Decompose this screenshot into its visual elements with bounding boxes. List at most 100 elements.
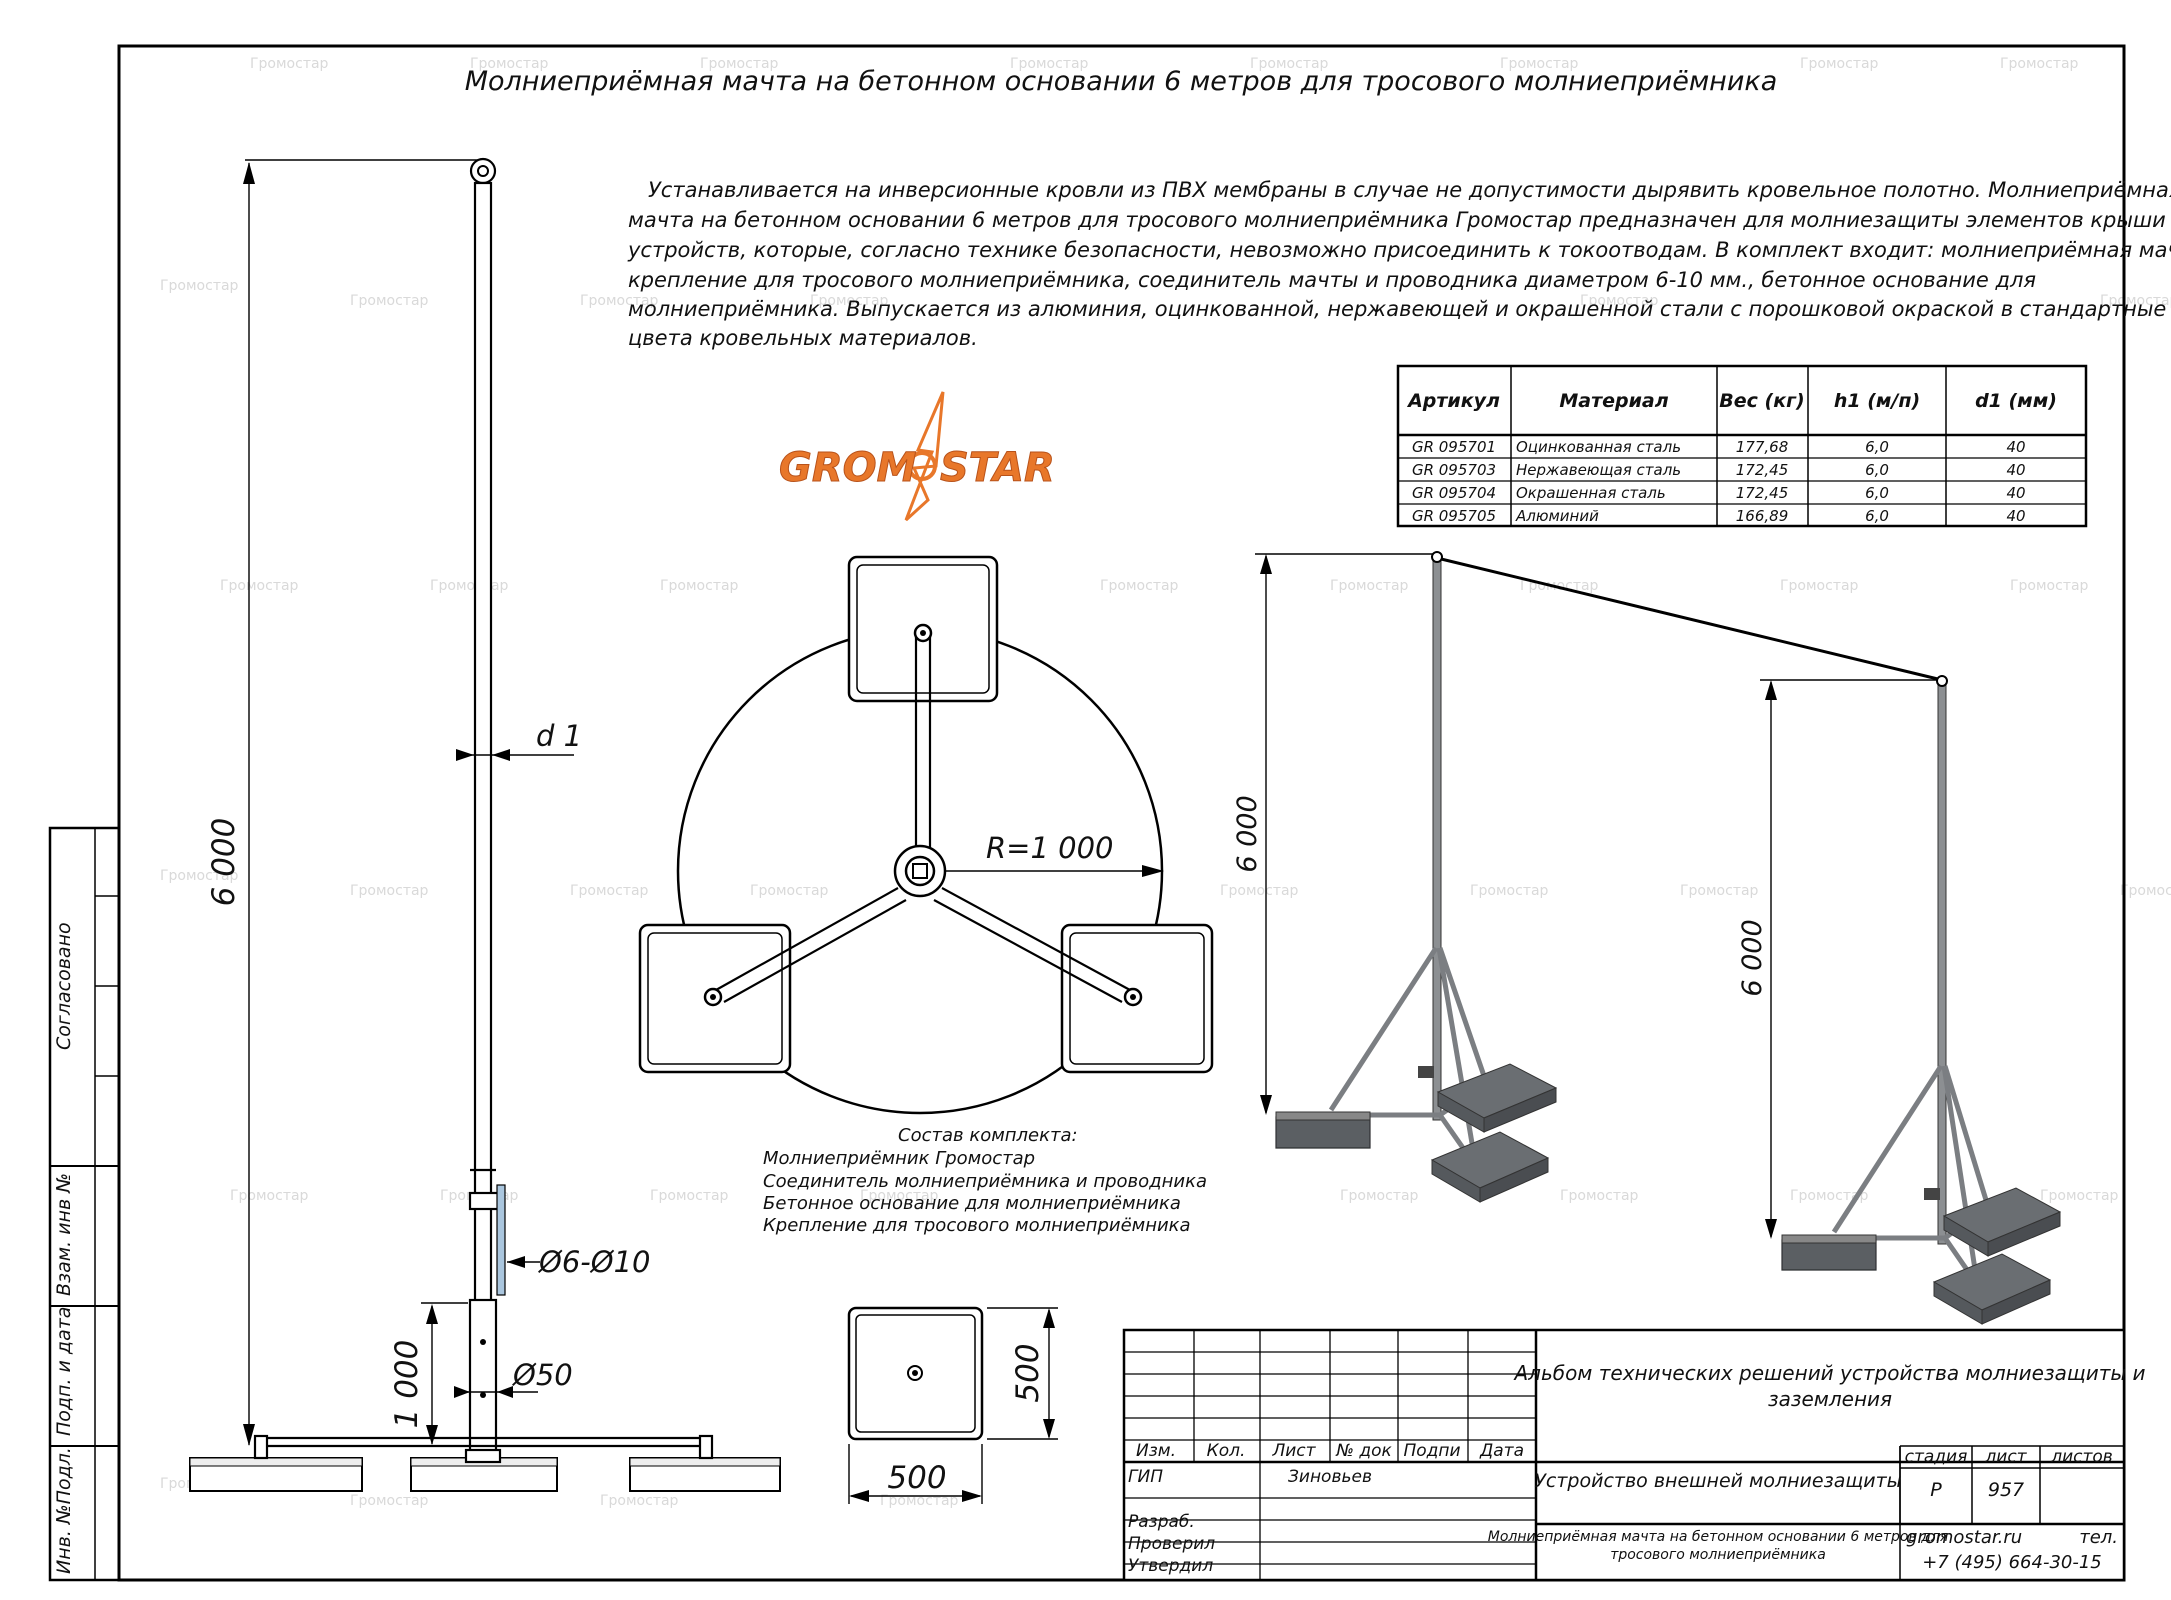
role-gip: ГИП (1128, 1467, 1163, 1487)
watermark-text: Громостар (160, 278, 239, 294)
mast-diameter-label: d 1 (536, 719, 582, 753)
watermark-text: Громостар (1250, 56, 1329, 72)
description-line: Устанавливается на инверсионные кровли и… (648, 178, 2171, 202)
watermark-text: Громостар (350, 293, 429, 309)
watermark-text: Громостар (600, 1493, 679, 1509)
kit-list: Состав комплекта: Молниеприёмник Громост… (763, 1125, 1207, 1236)
watermark-text: Громостар (660, 578, 739, 594)
mast-height-label: 6 000 (206, 818, 242, 907)
table-header-h1: h1 (м/п) (1834, 390, 1920, 412)
kit-item: Бетонное основание для молниеприёмника (763, 1193, 1181, 1214)
iso-height-label-right: 6 000 (1737, 919, 1768, 996)
table-cell: Нержавеющая сталь (1516, 461, 1681, 479)
watermark-text: Громостар (1780, 578, 1859, 594)
base-diameter-label: Ø50 (512, 1358, 573, 1392)
watermark-text: Громостар (1340, 1188, 1419, 1204)
table-cell: GR 095705 (1412, 507, 1496, 525)
rev-header-qty: Кол. (1207, 1441, 1246, 1461)
table-cell: 6,0 (1865, 507, 1889, 525)
sheet-header: лист (1984, 1447, 2027, 1467)
watermark-text: Громостар (750, 883, 829, 899)
sheet-frame (117, 44, 2126, 1582)
role-checker: Проверил (1128, 1534, 1215, 1554)
rev-header-doc: № док (1335, 1441, 1392, 1461)
watermark-text: Громостар (2040, 1188, 2119, 1204)
watermark-text: Громостар (2010, 578, 2089, 594)
watermark-text: Громостар (1330, 578, 1409, 594)
watermark-text: Громостар (1100, 578, 1179, 594)
watermark-text: Громостар (580, 293, 659, 309)
watermark-text: Громостар (250, 56, 329, 72)
table-cell: Окрашенная сталь (1516, 484, 1666, 502)
kit-item: Соединитель молниеприёмника и проводника (763, 1171, 1207, 1192)
description: Устанавливается на инверсионные кровли и… (627, 178, 2171, 350)
description-line: цвета кровельных материалов. (628, 326, 978, 350)
block-view: 500 500 (847, 1306, 1058, 1504)
table-cell: Оцинкованная сталь (1516, 438, 1681, 456)
table-cell: GR 095701 (1412, 438, 1496, 456)
stamp-signature-date: Подп. и дата (53, 1307, 75, 1436)
table-cell: 6,0 (1865, 461, 1889, 479)
table-cell: 172,45 (1736, 484, 1789, 502)
table-cell: 177,68 (1736, 438, 1789, 456)
watermark-text: Громостар (810, 293, 889, 309)
stage-header: стадия (1905, 1447, 1968, 1467)
watermark-text: Громостар (1680, 883, 1759, 899)
iso-view: 6 000 6 000 (1232, 551, 2062, 1325)
table-cell: 40 (2006, 507, 2025, 525)
logo-text-left: GROM (779, 445, 916, 491)
role-approver: Утвердил (1128, 1556, 1213, 1576)
watermark-text: Громостар (650, 1188, 729, 1204)
table-cell: GR 095703 (1412, 461, 1496, 479)
website: gromostar.ru (1906, 1527, 2022, 1548)
watermark-text: Громостар (2100, 293, 2171, 309)
mast-side-view: 6 000 d 1 Ø6-Ø10 1 000 Ø50 (189, 157, 781, 1492)
project-title: Устройство внешней молниезащиты (1534, 1470, 1901, 1492)
connector-label: Ø6-Ø10 (538, 1245, 650, 1279)
block-height-label: 500 (1010, 1343, 1046, 1402)
title-block: Изм. Кол. Лист № док Подпи Дата ГИП Зино… (1122, 1328, 2146, 1582)
table-header-weight: Вес (кг) (1719, 390, 1804, 412)
watermark-text: Громостар (220, 578, 299, 594)
rev-header-sheet: Лист (1271, 1441, 1316, 1461)
watermark-text: Громостар (2000, 56, 2079, 72)
lightning-bolt-icon (904, 391, 945, 522)
iso-mast-right (1781, 675, 2062, 1325)
rev-header-change: Изм. (1136, 1441, 1176, 1461)
side-stamp: Согласовано Взам. инв № Подп. и дата Инв… (48, 826, 121, 1582)
stamp-agreed: Согласовано (53, 922, 75, 1050)
table-header-material: Материал (1559, 390, 1668, 412)
description-line: крепление для тросового молниеприёмника,… (628, 268, 2036, 292)
sheet-title: Молниеприёмная мачта на бетонном основан… (465, 66, 1778, 97)
album-title-line-2: заземления (1768, 1387, 1892, 1411)
base-height-label: 1 000 (389, 1340, 425, 1429)
iso-height-label-left: 6 000 (1232, 795, 1263, 872)
block-width-label: 500 (887, 1460, 946, 1496)
table-header-d1: d1 (мм) (1975, 390, 2057, 412)
role-gip-name: Зиновьев (1288, 1467, 1372, 1487)
description-line: устройств, которые, согласно технике без… (627, 238, 2171, 262)
table-header-article: Артикул (1406, 390, 1500, 412)
kit-item: Крепление для тросового молниеприёмника (763, 1215, 1191, 1236)
stamp-inv-original: Инв. №Подл. (53, 1447, 75, 1574)
phone-label: тел. (2079, 1527, 2118, 1548)
table-cell: Алюминий (1515, 507, 1599, 525)
phone: +7 (495) 664-30-15 (1922, 1552, 2102, 1573)
watermark-text: Громостар (230, 1188, 309, 1204)
drawing-name-line-2: тросового молниеприёмника (1610, 1547, 1826, 1563)
table-cell: 40 (2006, 484, 2025, 502)
logo-text-right: STAR (940, 445, 1055, 491)
watermark-text: Громостар (1580, 293, 1659, 309)
table-cell: GR 095704 (1412, 484, 1496, 502)
table-cell: 172,45 (1736, 461, 1789, 479)
watermark-text: Громостар (700, 56, 779, 72)
table-cell: 166,89 (1736, 507, 1789, 525)
watermark-text: Громостар (1500, 56, 1579, 72)
description-line: молниеприёмника. Выпускается из алюминия… (628, 297, 2166, 321)
watermark-text: Громостар (1220, 883, 1299, 899)
watermark-text: Громостар (1800, 56, 1879, 72)
table-cell: 40 (2006, 461, 2025, 479)
table-cell: 40 (2006, 438, 2025, 456)
stamp-inv-replaced: Взам. инв № (53, 1173, 75, 1296)
watermark-text: Громостар (470, 56, 549, 72)
